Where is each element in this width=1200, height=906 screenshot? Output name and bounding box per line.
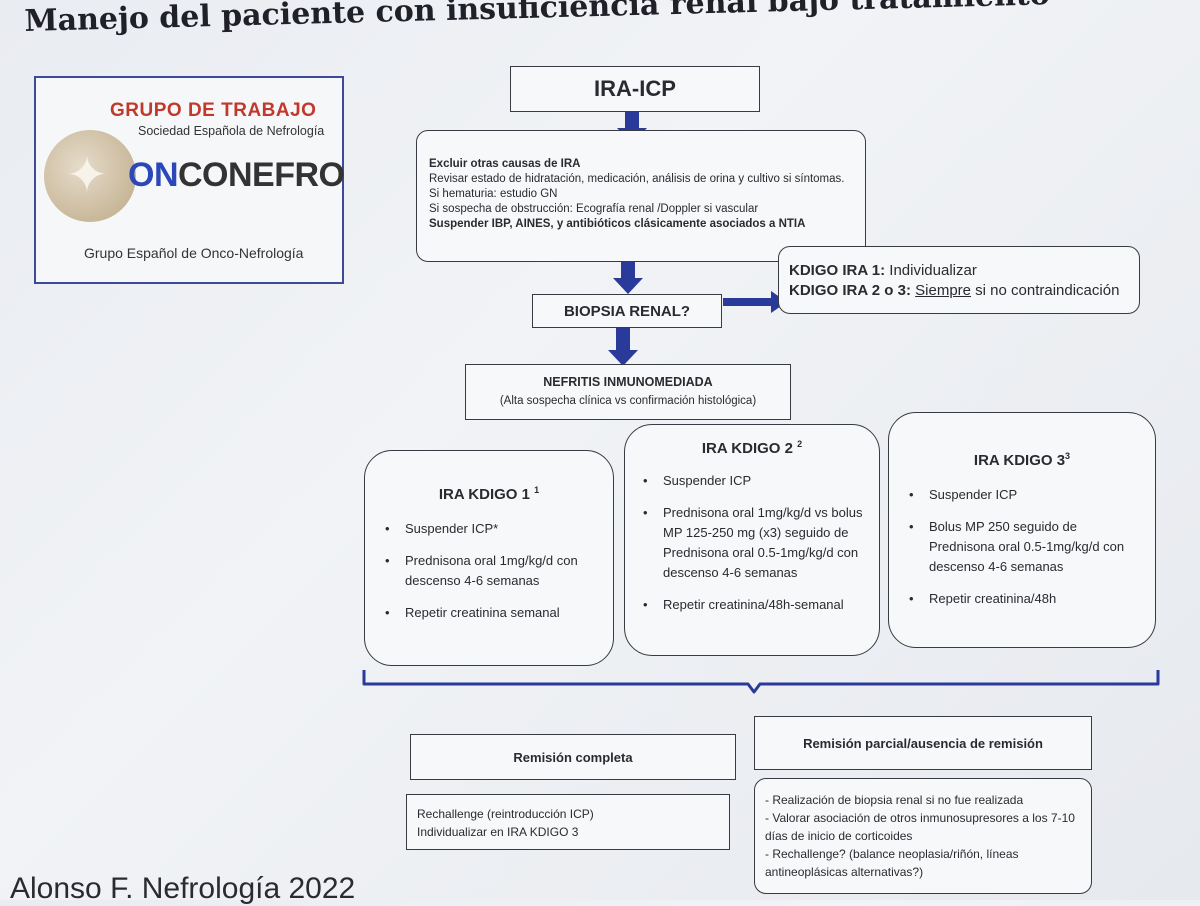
- remission-partial-label: Remisión parcial/ausencia de remisión: [803, 735, 1043, 751]
- remission-partial-box: Remisión parcial/ausencia de remisión: [754, 716, 1092, 770]
- grade-3-title-text: IRA KDIGO 3: [973, 452, 1066, 469]
- complete-action-line: Rechallenge (reintroducción ICP): [417, 807, 594, 821]
- kdigo-note-2-bold: KDIGO IRA 2 o 3:: [789, 282, 911, 299]
- logo-grupo-trabajo: GRUPO DE TRABAJO: [110, 100, 317, 121]
- slide-title: Manejo del paciente con insuficiencia re…: [24, 0, 1051, 39]
- partial-action-line: - Realización de biopsia renal si no fue…: [765, 793, 1024, 807]
- complete-action-line: Individualizar en IRA KDIGO 3: [417, 825, 579, 839]
- arrow-biopsy-to-kdigo: [723, 291, 787, 313]
- start-box: IRA-ICP: [510, 66, 760, 112]
- kdigo-note-2-underline: Siempre: [915, 282, 971, 299]
- grade-1-item: Prednisona oral 1mg/kg/d con descenso 4-…: [379, 551, 599, 591]
- grade-1-item: Repetir creatinina semanal: [379, 603, 599, 623]
- exclude-causes-box: Excluir otras causas de IRA Revisar esta…: [416, 130, 866, 262]
- kdigo-note-line-1: KDIGO IRA 1: Individualizar: [789, 261, 1139, 281]
- logo-brand-on: ON: [128, 156, 179, 194]
- grade-2-item: Repetir creatinina/48h-semanal: [637, 595, 867, 615]
- nephritis-box: NEFRITIS INMUNOMEDIADA (Alta sospecha cl…: [465, 364, 791, 420]
- kdigo-note-1-rest: Individualizar: [885, 262, 977, 279]
- exclude-line-4: Si sospecha de obstrucción: Ecografía re…: [429, 203, 759, 215]
- nephritis-subtitle: (Alta sospecha clínica vs confirmación h…: [499, 395, 757, 407]
- grade-2-title-text: IRA KDIGO 2: [701, 440, 793, 457]
- nephritis-title: NEFRITIS INMUNOMEDIADA: [543, 375, 713, 389]
- grade-3-title: IRA KDIGO 33: [903, 451, 1141, 469]
- arrow-exclude-to-biopsy: [613, 262, 643, 294]
- grade-1-title-text: IRA KDIGO 1: [438, 486, 530, 503]
- grade-3-title-sup: 3: [1065, 451, 1071, 461]
- grade-2-title-sup: 2: [797, 439, 803, 449]
- grade-box-kdigo-1: IRA KDIGO 1 1 Suspender ICP* Prednisona …: [364, 450, 614, 666]
- logo-grupo-espanol: Grupo Español de Onco-Nefrología: [84, 245, 304, 261]
- grade-2-title: IRA KDIGO 2 2: [637, 439, 867, 457]
- exclude-line-3: Si hematuria: estudio GN: [429, 188, 558, 200]
- kdigo-note-line-2: KDIGO IRA 2 o 3: Siempre si no contraind…: [789, 281, 1139, 301]
- exclude-line-2: Revisar estado de hidratación, medicació…: [429, 173, 845, 185]
- arrow-start-to-exclude: [617, 112, 647, 144]
- arrow-biopsy-to-nephritis: [608, 328, 638, 366]
- onconefro-logo: ✦ GRUPO DE TRABAJO Sociedad Española de …: [34, 76, 345, 284]
- partial-action-line: - Rechallenge? (balance neoplasia/riñón,…: [765, 847, 1019, 879]
- grade-2-item: Suspender ICP: [637, 471, 867, 491]
- biopsy-box: BIOPSIA RENAL?: [532, 294, 722, 328]
- grade-3-item: Repetir creatinina/48h: [903, 589, 1141, 609]
- grade-2-item: Prednisona oral 1mg/kg/d vs bolus MP 125…: [637, 503, 867, 583]
- remission-complete-label: Remisión completa: [513, 749, 633, 765]
- grade-1-title-sup: 1: [534, 485, 540, 495]
- kdigo-biopsy-note: KDIGO IRA 1: Individualizar KDIGO IRA 2 …: [778, 246, 1140, 314]
- grouping-brace: [362, 670, 1160, 694]
- grade-3-item: Suspender ICP: [903, 485, 1141, 505]
- start-label: IRA-ICP: [594, 76, 676, 101]
- logo-brand-rest: CONEFRO: [178, 156, 345, 194]
- exclude-line-1: Excluir otras causas de IRA: [429, 158, 581, 170]
- complete-actions-box: Rechallenge (reintroducción ICP) Individ…: [406, 794, 730, 850]
- exclude-line-5: Suspender IBP, AINES, y antibióticos clá…: [429, 218, 806, 230]
- grade-1-title: IRA KDIGO 1 1: [379, 485, 599, 503]
- grade-box-kdigo-2: IRA KDIGO 2 2 Suspender ICP Prednisona o…: [624, 424, 880, 656]
- partial-actions-box: - Realización de biopsia renal si no fue…: [754, 778, 1092, 894]
- logo-brand: ONCONEFRO: [128, 156, 345, 195]
- kdigo-note-2-rest: si no contraindicación: [971, 282, 1120, 299]
- grade-1-item: Suspender ICP*: [379, 519, 599, 539]
- source-citation: Alonso F. Nefrología 2022: [10, 872, 356, 905]
- grade-3-item: Bolus MP 250 seguido de Prednisona oral …: [903, 517, 1141, 577]
- onconefro-emblem-icon: ✦: [44, 130, 136, 222]
- logo-sociedad: Sociedad Española de Nefrología: [138, 124, 325, 138]
- kdigo-note-1-bold: KDIGO IRA 1:: [789, 262, 886, 279]
- partial-action-line: - Valorar asociación de otros inmunosupr…: [765, 811, 1075, 843]
- biopsy-label: BIOPSIA RENAL?: [563, 302, 691, 320]
- grade-box-kdigo-3: IRA KDIGO 33 Suspender ICP Bolus MP 250 …: [888, 412, 1156, 648]
- remission-complete-box: Remisión completa: [410, 734, 736, 780]
